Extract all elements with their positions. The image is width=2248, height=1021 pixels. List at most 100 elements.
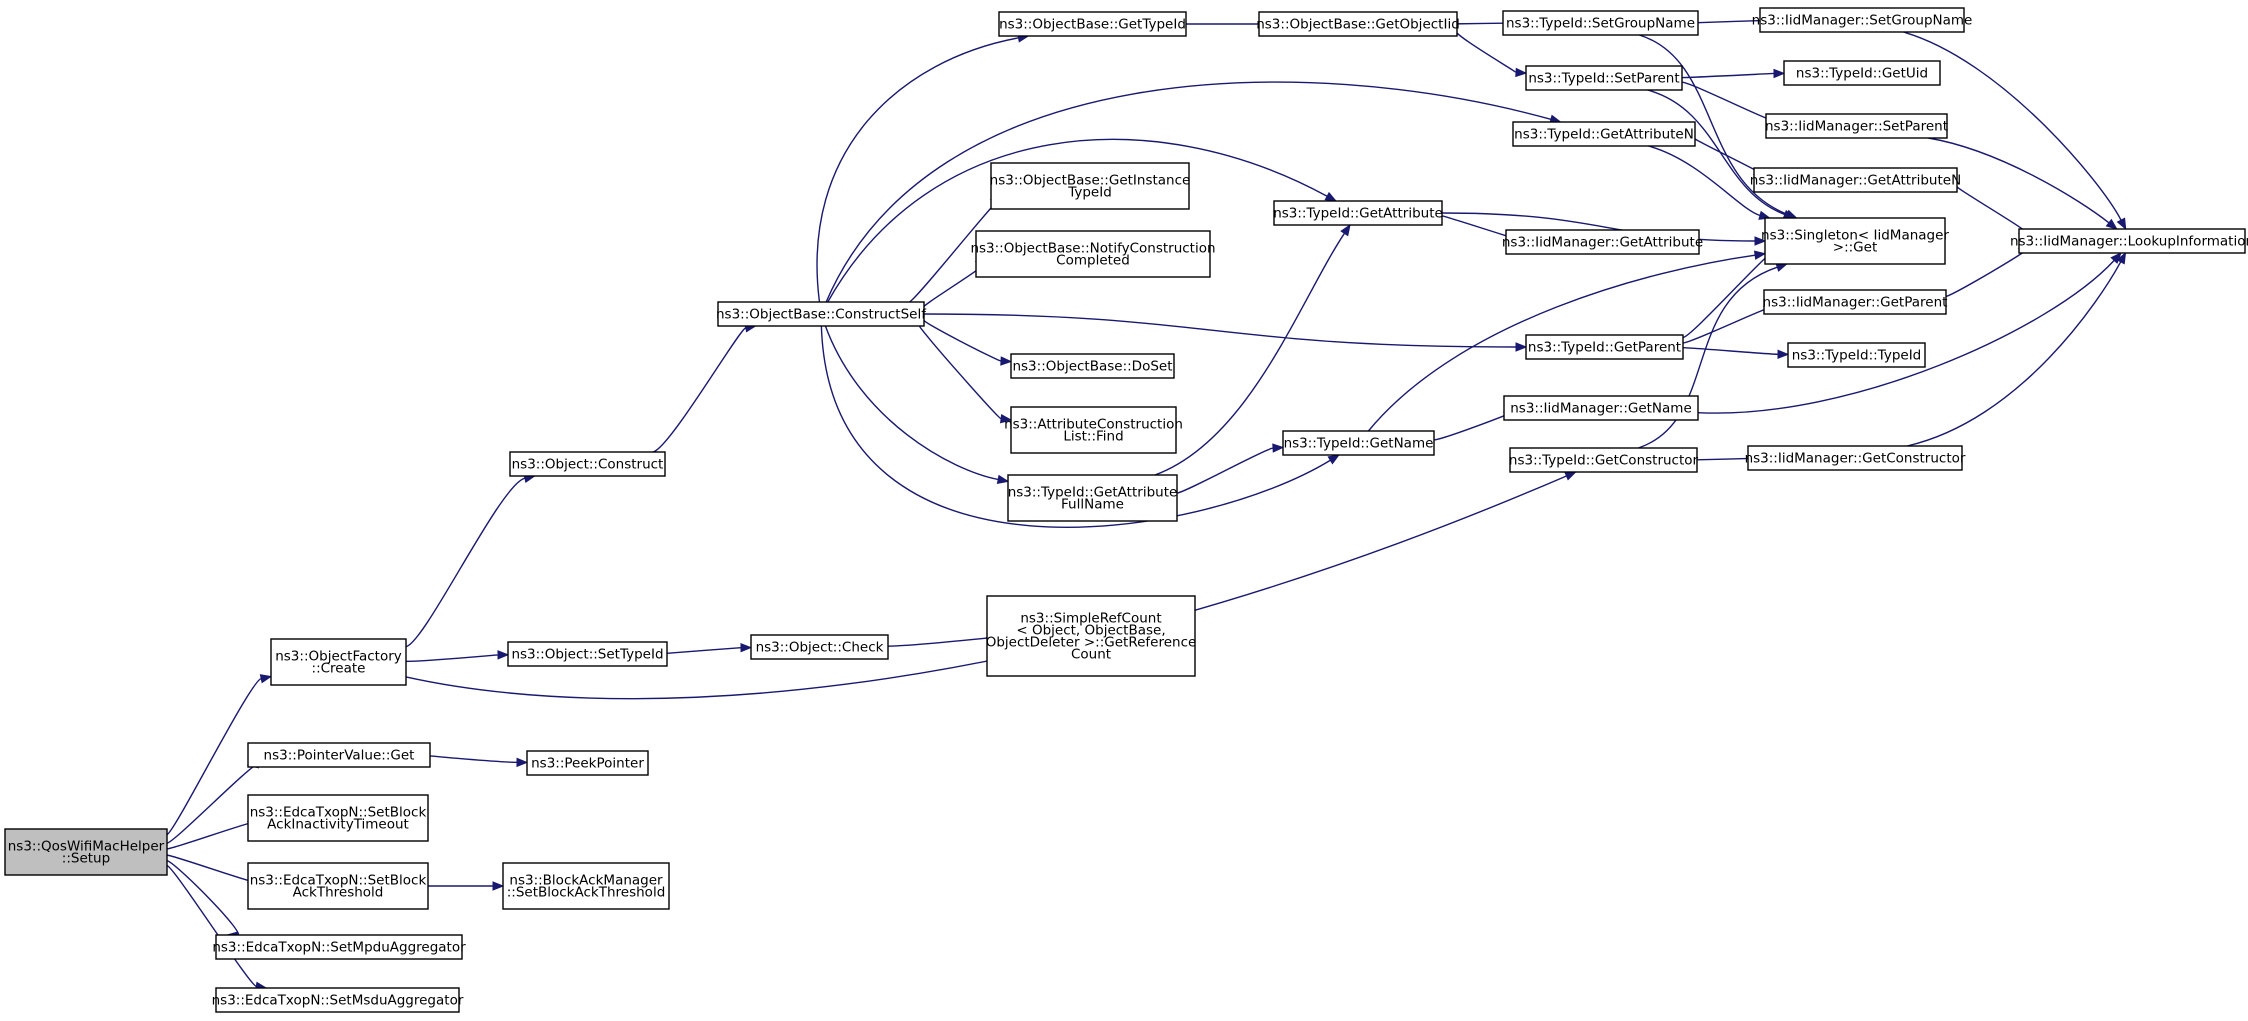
node-box xyxy=(509,451,666,477)
arrowhead xyxy=(1564,471,1577,481)
edge-sbat-to-bamset xyxy=(427,881,505,891)
edge-iidgetname-to-iidlookup xyxy=(1697,252,2122,414)
node-obgetobjectiid[interactable]: ns3::ObjectBase::GetObjectIid xyxy=(1256,11,1460,37)
node-iidgetattrn[interactable]: ns3::IidManager::GetAttributeN xyxy=(1750,167,1961,193)
edge-obconstructself-to-obdoset xyxy=(923,318,1013,366)
node-label: ObjectDeleter >::GetReference xyxy=(986,635,1197,651)
edge-ofcreate-to-tgetctor xyxy=(405,471,1577,700)
node-obnotify[interactable]: ns3::ObjectBase::NotifyConstructionCompl… xyxy=(970,230,1216,278)
edge-line xyxy=(1639,34,1788,215)
node-tgetattr[interactable]: ns3::TypeId::GetAttribute xyxy=(1273,200,1443,226)
node-bamset[interactable]: ns3::BlockAckManager::SetBlockAckThresho… xyxy=(502,862,670,910)
node-box xyxy=(270,638,407,686)
edge-obconstructself-to-tgetparent xyxy=(923,313,1528,352)
node-box xyxy=(4,828,168,876)
node-label: ns3::TypeId::GetAttributeN xyxy=(1514,127,1694,143)
node-box xyxy=(990,162,1190,210)
node-label: ns3::Object::Check xyxy=(756,640,884,656)
node-tsetparent[interactable]: ns3::TypeId::SetParent xyxy=(1525,65,1683,91)
node-iidsetparent[interactable]: ns3::IidManager::SetParent xyxy=(1765,113,1948,139)
edge-line xyxy=(816,37,1019,303)
node-tgetuid[interactable]: ns3::TypeId::GetUid xyxy=(1783,60,1941,86)
node-tgetattrn[interactable]: ns3::TypeId::GetAttributeN xyxy=(1512,121,1696,147)
node-setup[interactable]: ns3::QosWifiMacHelper::Setup xyxy=(4,828,168,876)
node-box xyxy=(215,934,463,960)
edge-line xyxy=(1367,254,1756,432)
edge-obgetobjectiid-to-tsetparent xyxy=(1454,29,1528,78)
arrowhead xyxy=(516,757,529,768)
edge-line xyxy=(1682,305,1775,344)
node-label: ns3::ObjectBase::DoSet xyxy=(1012,359,1172,375)
node-label: ns3::IidManager::GetParent xyxy=(1763,295,1948,311)
node-box xyxy=(1747,445,1963,471)
node-box xyxy=(1010,353,1175,379)
edge-line xyxy=(1441,212,1756,242)
arrowhead xyxy=(2105,218,2118,230)
edge-line xyxy=(1906,261,2122,447)
node-peek[interactable]: ns3::PeekPointer xyxy=(526,750,649,776)
node-iidgetparent[interactable]: ns3::IidManager::GetParent xyxy=(1763,289,1948,315)
edge-line xyxy=(1945,246,2030,297)
node-tgetparent[interactable]: ns3::TypeId::GetParent xyxy=(1525,334,1684,360)
node-label: ns3::ObjectBase::NotifyConstruction xyxy=(970,241,1215,257)
node-label: ns3::TypeId::GetConstructor xyxy=(1509,453,1699,469)
node-tgetname[interactable]: ns3::TypeId::GetName xyxy=(1282,430,1435,456)
node-box xyxy=(1764,217,1946,265)
node-label: ns3::TypeId::SetParent xyxy=(1528,71,1679,87)
node-iidlookup[interactable]: ns3::IidManager::LookupInformation xyxy=(2010,228,2248,254)
node-iidgetname[interactable]: ns3::IidManager::GetName xyxy=(1503,395,1699,421)
node-label: ns3::EdcaTxopN::SetMsduAggregator xyxy=(212,993,464,1009)
edge-tgetattr-to-singleton xyxy=(1441,212,1767,246)
edge-line xyxy=(1681,72,1775,79)
node-label: ns3::TypeId::GetName xyxy=(1284,436,1434,452)
arrowhead xyxy=(1777,349,1790,360)
edge-obconstructself-to-tgafn xyxy=(824,325,1010,485)
node-label: ns3::AttributeConstruction xyxy=(1004,417,1183,433)
node-sbait[interactable]: ns3::EdcaTxopN::SetBlockAckInactivityTim… xyxy=(247,794,429,842)
arrowhead xyxy=(1754,236,1767,246)
node-iidgetctor[interactable]: ns3::IidManager::GetConstructor xyxy=(1745,445,1966,471)
node-label: Completed xyxy=(1056,253,1130,269)
node-sbat[interactable]: ns3::EdcaTxopN::SetBlockAckThreshold xyxy=(247,862,429,910)
node-tgetctor[interactable]: ns3::TypeId::GetConstructor xyxy=(1509,447,1699,473)
node-singleton[interactable]: ns3::Singleton< IidManager>::Get xyxy=(1761,217,1949,265)
edge-setup-to-pvget xyxy=(166,759,259,844)
node-objsettypeid[interactable]: ns3::Object::SetTypeId xyxy=(507,641,668,667)
node-box xyxy=(215,987,460,1013)
node-label: ns3::TypeId::GetParent xyxy=(1528,340,1681,356)
node-obconstructself[interactable]: ns3::ObjectBase::ConstructSelf xyxy=(716,301,927,327)
arrowhead xyxy=(2116,217,2127,231)
edge-line xyxy=(666,646,742,655)
node-obgettypeid[interactable]: ns3::ObjectBase::GetTypeId xyxy=(998,11,1187,37)
node-obdoset[interactable]: ns3::ObjectBase::DoSet xyxy=(1010,353,1175,379)
node-ofcreate[interactable]: ns3::ObjectFactory::Create xyxy=(270,638,407,686)
edge-line xyxy=(166,854,259,884)
node-ttypeid[interactable]: ns3::TypeId::TypeId xyxy=(1787,342,1926,368)
arrowhead xyxy=(1327,454,1341,465)
node-pvget[interactable]: ns3::PointerValue::Get xyxy=(247,742,431,768)
node-srcget[interactable]: ns3::SimpleRefCount< Object, ObjectBase,… xyxy=(986,595,1197,677)
node-smsdu[interactable]: ns3::EdcaTxopN::SetMsduAggregator xyxy=(212,987,464,1013)
node-box xyxy=(1505,229,1700,255)
node-iidsetgroup[interactable]: ns3::IidManager::SetGroupName xyxy=(1752,7,1973,33)
node-label: ns3::TypeId::SetGroupName xyxy=(1506,16,1695,32)
node-box xyxy=(998,11,1187,37)
edge-line xyxy=(1154,232,1346,476)
edge-line xyxy=(1956,185,2030,236)
edge-line xyxy=(166,820,259,850)
node-objconstruct[interactable]: ns3::Object::Construct xyxy=(509,451,666,477)
node-objcheck[interactable]: ns3::Object::Check xyxy=(750,634,889,660)
node-smpdu[interactable]: ns3::EdcaTxopN::SetMpduAggregator xyxy=(212,934,466,960)
node-label: ns3::Object::Construct xyxy=(512,457,664,473)
node-label: ::Setup xyxy=(62,851,110,867)
node-iidgetattr[interactable]: ns3::IidManager::GetAttribute xyxy=(1502,229,1703,255)
node-box xyxy=(2018,228,2246,254)
node-label: ns3::TypeId::TypeId xyxy=(1792,348,1922,364)
node-box xyxy=(247,742,431,768)
edge-tgetparent-to-iidgetparent xyxy=(1682,301,1775,344)
node-label: ns3::ObjectBase::GetObjectIid xyxy=(1256,17,1460,33)
node-tsetgroup[interactable]: ns3::TypeId::SetGroupName xyxy=(1502,10,1699,36)
